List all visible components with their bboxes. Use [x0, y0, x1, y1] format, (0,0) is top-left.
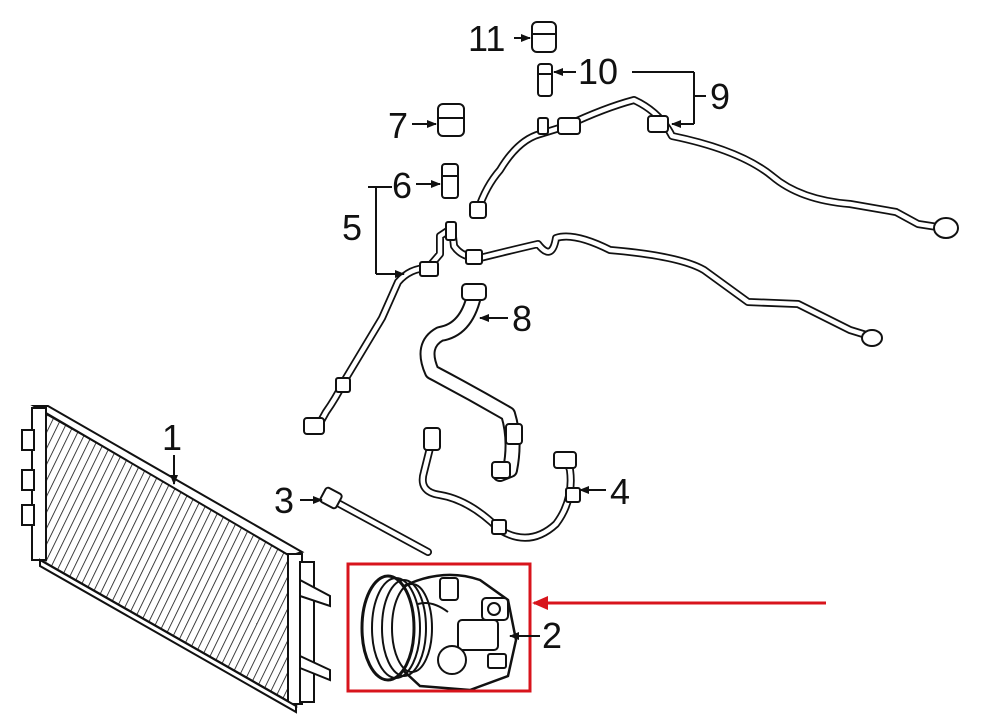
pipe-assembly-part-5 — [303, 221, 883, 435]
valve-core-part-6 — [441, 163, 459, 199]
callout-6: 6 — [392, 165, 412, 206]
callout-2: 2 — [542, 615, 562, 656]
callout-1: 1 — [162, 417, 182, 458]
callout-5: 5 — [342, 207, 362, 248]
pipe-part-3 — [319, 486, 432, 556]
callout-11: 11 — [468, 18, 505, 59]
callout-9: 9 — [710, 76, 730, 117]
callout-8: 8 — [512, 298, 532, 339]
valve-core-part-10 — [537, 63, 553, 97]
compressor-part-2 — [360, 573, 518, 692]
hose-part-8 — [419, 283, 523, 482]
callout-10: 10 — [578, 51, 618, 92]
pipe-assembly-part-9 — [469, 96, 959, 239]
hose-part-4 — [418, 427, 581, 542]
callout-3: 3 — [274, 480, 294, 521]
callout-4: 4 — [610, 471, 630, 512]
leader-lines — [170, 34, 706, 640]
valve-cap-part-7 — [437, 103, 465, 137]
condenser-part-1 — [21, 405, 331, 714]
valve-cap-part-11 — [531, 21, 557, 53]
highlight-box — [346, 562, 532, 693]
callout-7: 7 — [388, 105, 408, 146]
